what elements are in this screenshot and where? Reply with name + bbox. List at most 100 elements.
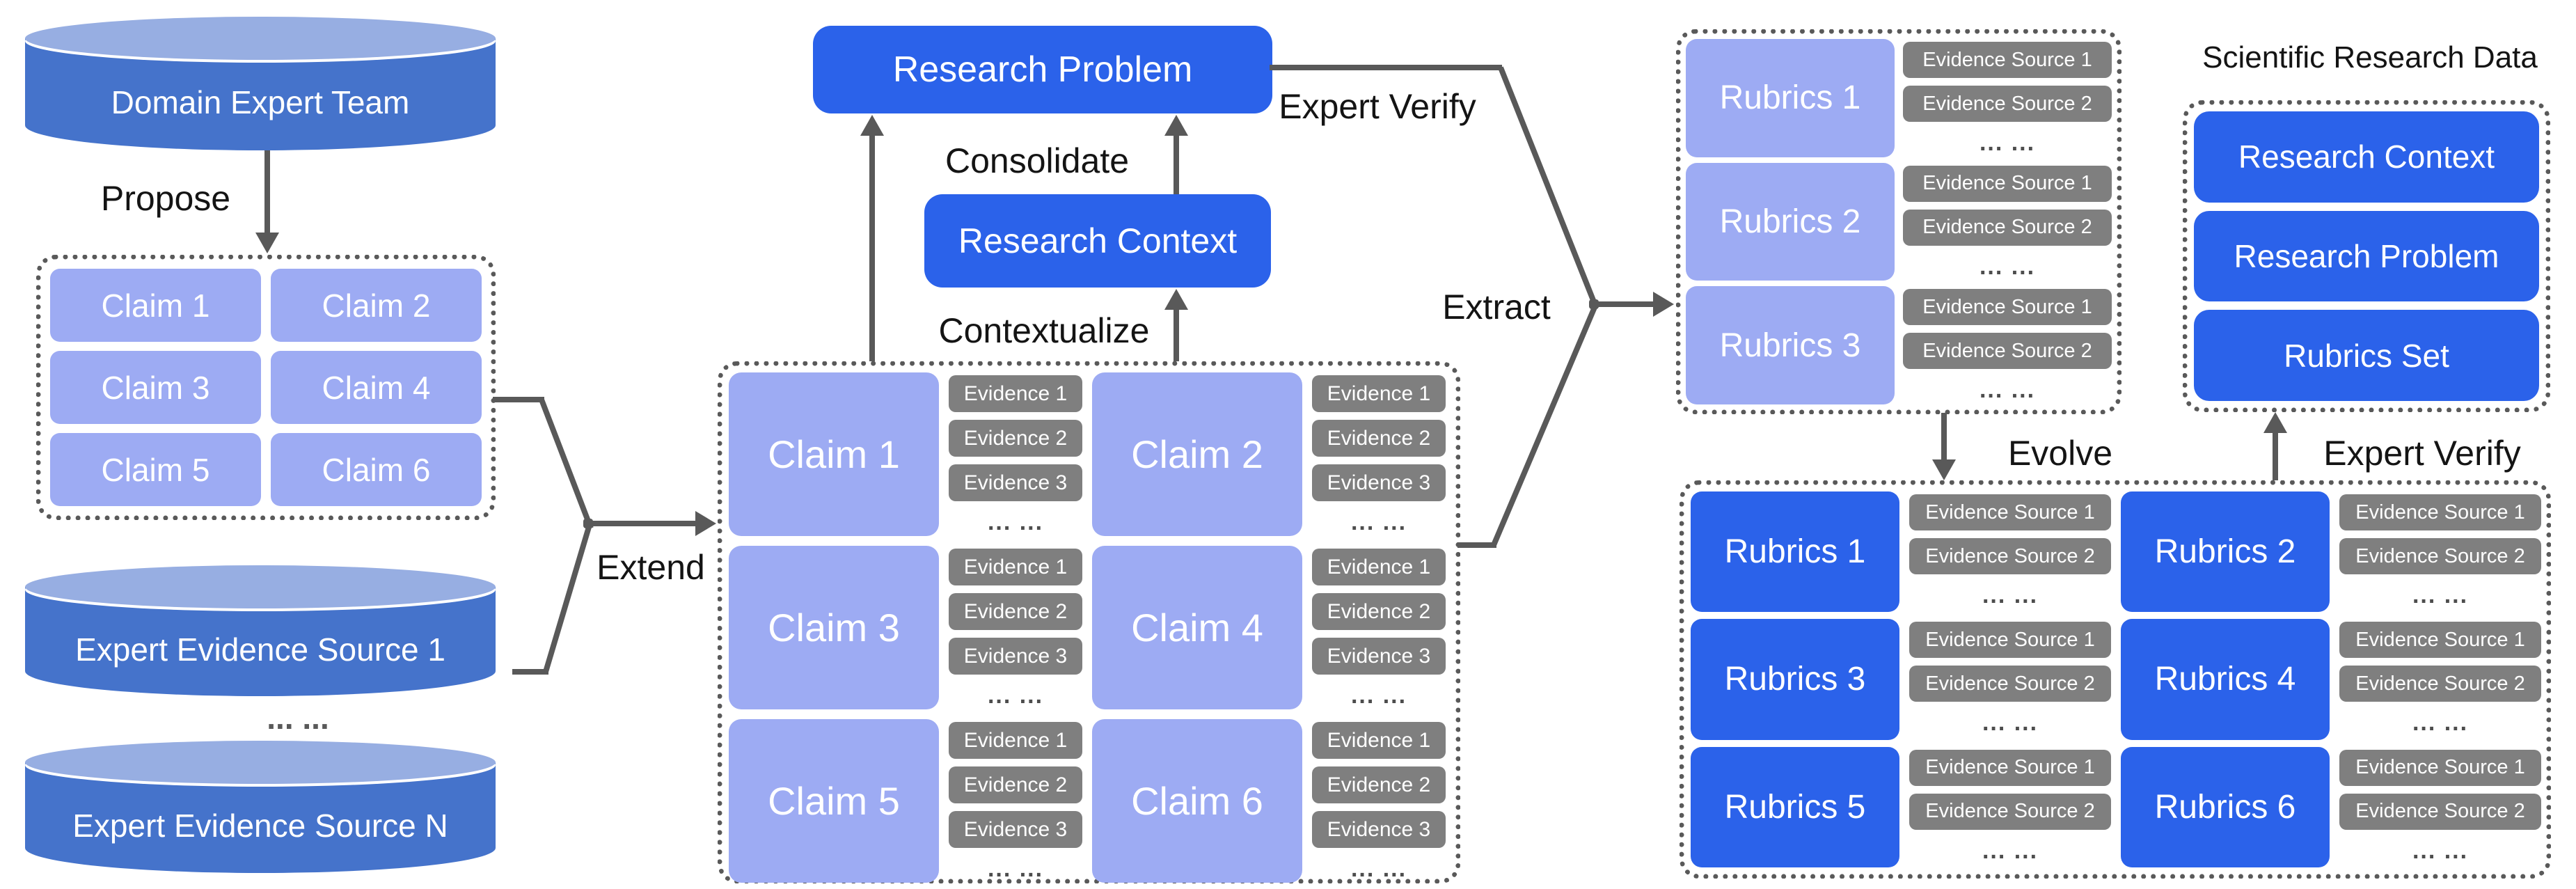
scientific-research-data-title: Scientific Research Data (2202, 40, 2538, 74)
expert-verify-diagonal (1498, 66, 1599, 310)
extended-claims-group-box (718, 361, 1460, 883)
expert-verify-bottom-label: Expert Verify (2323, 434, 2521, 473)
propose-arrowhead-down-icon (255, 233, 279, 253)
evidence-item: Evidence 2 (1312, 766, 1446, 803)
evidence-item: Evidence 1 (949, 722, 1082, 759)
contextualize-arrow-line (1174, 308, 1179, 361)
ellipsis: ... ... (987, 682, 1044, 709)
evidence-item: Evidence 3 (1312, 464, 1446, 501)
connector-sources-out (512, 669, 548, 675)
ellipsis: ... ... (1979, 253, 2036, 280)
extend-label: Extend (596, 548, 705, 587)
srd-item: Research Problem (2194, 210, 2539, 302)
cylinder-top-ellipse (25, 17, 496, 60)
evidence-item: Evidence 3 (949, 811, 1082, 848)
expert-verify-up-arrow-line (2273, 432, 2278, 480)
evidence-source-item: Evidence Source 1 (1909, 494, 2111, 530)
evidence-source-list: Evidence Source 1 Evidence Source 2 ... … (2339, 747, 2541, 867)
claim-pill: Claim 6 (271, 433, 482, 506)
claim-node: Claim 5 (729, 719, 939, 883)
ellipsis: ... ... (1982, 837, 2039, 864)
ellipsis: ... ... (1979, 129, 2036, 156)
evidence-source-item: Evidence Source 1 (1909, 622, 2111, 659)
database-cylinder-evidence-source-1: Expert Evidence Source 1 (25, 565, 496, 696)
claim-pill: Claim 5 (50, 433, 261, 506)
evidence-item: Evidence 2 (1312, 420, 1446, 457)
rubrics-node: Rubrics 1 (1691, 491, 1899, 613)
ellipsis: ... ... (1982, 582, 2039, 608)
contextualize-label: Contextualize (938, 311, 1150, 350)
srd-item: Rubrics Set (2194, 310, 2539, 402)
ellipsis: ... ... (2412, 837, 2469, 864)
ellipsis: ... ... (1350, 856, 1407, 882)
evidence-source-list: Evidence Source 1 Evidence Source 2 ... … (1909, 747, 2111, 867)
consolidate-arrow-line (1174, 134, 1179, 194)
connector-sources-diagonal (543, 521, 593, 673)
research-context-node: Research Context (924, 194, 1271, 288)
cylinder-top-ellipse (25, 741, 496, 784)
ellipsis: ... ... (1350, 682, 1407, 709)
extract-arrowhead-right-icon (1653, 292, 1674, 317)
rubrics-node: Rubrics 3 (1691, 619, 1899, 740)
evidence-source-item: Evidence Source 2 (2339, 538, 2541, 574)
research-problem-node: Research Problem (813, 26, 1272, 113)
evidence-item: Evidence 2 (949, 766, 1082, 803)
rubrics-node: Rubrics 2 (1686, 162, 1895, 281)
claim-node: Claim 2 (1092, 372, 1302, 536)
evidence-source-list: Evidence Source 1 Evidence Source 2 ... … (1909, 619, 2111, 739)
proposed-claims-group-box (36, 255, 496, 520)
scientific-research-data-stack: Research Context Research Problem Rubric… (2183, 100, 2550, 412)
evidence-item: Evidence 3 (949, 464, 1082, 501)
extract-label: Extract (1442, 288, 1551, 327)
rubrics-node: Rubrics 6 (2121, 746, 2330, 867)
evidence-source-item: Evidence Source 1 (1903, 289, 2112, 326)
claim-node: Claim 4 (1092, 546, 1302, 709)
claim-node: Claim 3 (729, 546, 939, 709)
evolve-arrowhead-down-icon (1932, 459, 1956, 480)
rubrics-node: Rubrics 4 (2121, 619, 2330, 740)
evidence-source-item: Evidence Source 2 (1909, 538, 2111, 574)
evidence-source-item: Evidence Source 2 (1903, 333, 2112, 370)
propose-label: Propose (100, 179, 231, 218)
sources-ellipsis: ... ... (267, 700, 329, 736)
contextualize-arrowhead-up-icon (1164, 289, 1188, 310)
evidence-source-item: Evidence Source 2 (2339, 666, 2541, 702)
rubrics-node: Rubrics 1 (1686, 39, 1895, 157)
evidence-source-item: Evidence Source 1 (1903, 42, 2112, 78)
evidence-item: Evidence 3 (1312, 638, 1446, 675)
evidence-item: Evidence 1 (1312, 549, 1446, 585)
ellipsis: ... ... (987, 856, 1044, 882)
claims-box-out-diagonal (1491, 301, 1599, 546)
draft-rubrics-grid: Rubrics 1 Evidence Source 1 Evidence Sou… (1676, 29, 2121, 414)
rubrics-node: Rubrics 5 (1691, 746, 1899, 867)
evidence-source-item: Evidence Source 1 (2339, 749, 2541, 786)
claims-to-problem-arrowhead-up-icon (860, 115, 884, 136)
evidence-list: Evidence 1 Evidence 2 Evidence 3 ... ... (1312, 546, 1446, 709)
claim-pill: Claim 2 (271, 269, 482, 342)
propose-arrow-line (264, 148, 270, 235)
ellipsis: ... ... (2412, 582, 2469, 608)
expert-verify-line (1270, 65, 1502, 70)
claim-node: Claim 6 (1092, 719, 1302, 883)
extend-arrowhead-right-icon (695, 511, 716, 536)
cylinder-top-ellipse (25, 565, 496, 608)
evidence-source-item: Evidence Source 1 (1903, 165, 2112, 202)
expert-verify-top-label: Expert Verify (1279, 87, 1476, 126)
evidence-item: Evidence 1 (949, 549, 1082, 585)
expert-verify-up-arrowhead-icon (2263, 412, 2287, 433)
claims-to-problem-arrow-line (869, 134, 875, 361)
evidence-source-list: Evidence Source 1 Evidence Source 2 ... … (1903, 163, 2112, 281)
rubrics-node: Rubrics 2 (2121, 491, 2330, 613)
evidence-list: Evidence 1 Evidence 2 Evidence 3 ... ... (949, 372, 1082, 536)
claim-evidence-grid: Claim 1 Evidence 1 Evidence 2 Evidence 3… (718, 361, 1460, 883)
ellipsis: ... ... (1350, 509, 1407, 535)
ellipsis: ... ... (987, 509, 1044, 535)
evolve-arrow-line (1941, 413, 1947, 462)
evidence-source-item: Evidence Source 2 (1909, 666, 2111, 702)
evidence-item: Evidence 2 (949, 420, 1082, 457)
evidence-item: Evidence 2 (1312, 593, 1446, 630)
consolidate-label: Consolidate (945, 141, 1130, 180)
connector-claims-diagonal (539, 398, 594, 530)
evidence-source-item: Evidence Source 1 (2339, 622, 2541, 659)
